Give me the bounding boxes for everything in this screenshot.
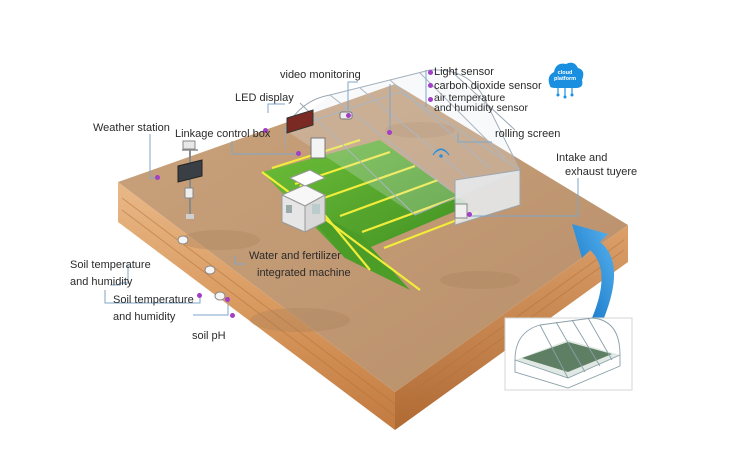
marker-dot xyxy=(428,97,433,102)
tuyere-body xyxy=(455,204,467,218)
label-rolling-screen: rolling screen xyxy=(495,128,560,141)
marker-dot xyxy=(387,130,392,135)
label-video-monitoring: video monitoring xyxy=(280,69,361,82)
marker-dot xyxy=(467,212,472,217)
cloud-platform-label: cloud platform xyxy=(552,70,578,82)
label-soil-th2-line1: Soil temperature xyxy=(113,294,194,307)
marker-dot xyxy=(296,151,301,156)
label-linkage-control-box: Linkage control box xyxy=(175,128,270,141)
label-light-sensor: Light sensor xyxy=(434,66,494,79)
greenhouse-inset xyxy=(505,318,632,390)
label-soil-th1-line1: Soil temperature xyxy=(70,259,151,272)
control-box-body xyxy=(311,138,325,158)
marker-dot xyxy=(346,113,351,118)
cloud-label-line2: platform xyxy=(552,76,578,82)
marker-dot xyxy=(428,70,433,75)
label-intake-line2: exhaust tuyere xyxy=(565,166,637,179)
label-soil-th2-line2: and humidity xyxy=(113,311,175,324)
label-water-line2: integrated machine xyxy=(257,267,351,280)
marker-dot xyxy=(230,313,235,318)
label-air-temp-line2: and humidity sensor xyxy=(434,103,528,114)
label-intake-line1: Intake and xyxy=(556,152,607,165)
label-weather-station: Weather station xyxy=(93,122,170,135)
marker-dot xyxy=(428,83,433,88)
label-soil-th1-line2: and humidity xyxy=(70,276,132,289)
label-led-display: LED display xyxy=(235,92,294,105)
marker-dot xyxy=(197,293,202,298)
label-soil-ph: soil pH xyxy=(192,330,226,343)
label-water-line1: Water and fertilizer xyxy=(249,250,341,263)
marker-dot xyxy=(155,175,160,180)
marker-dot xyxy=(225,297,230,302)
